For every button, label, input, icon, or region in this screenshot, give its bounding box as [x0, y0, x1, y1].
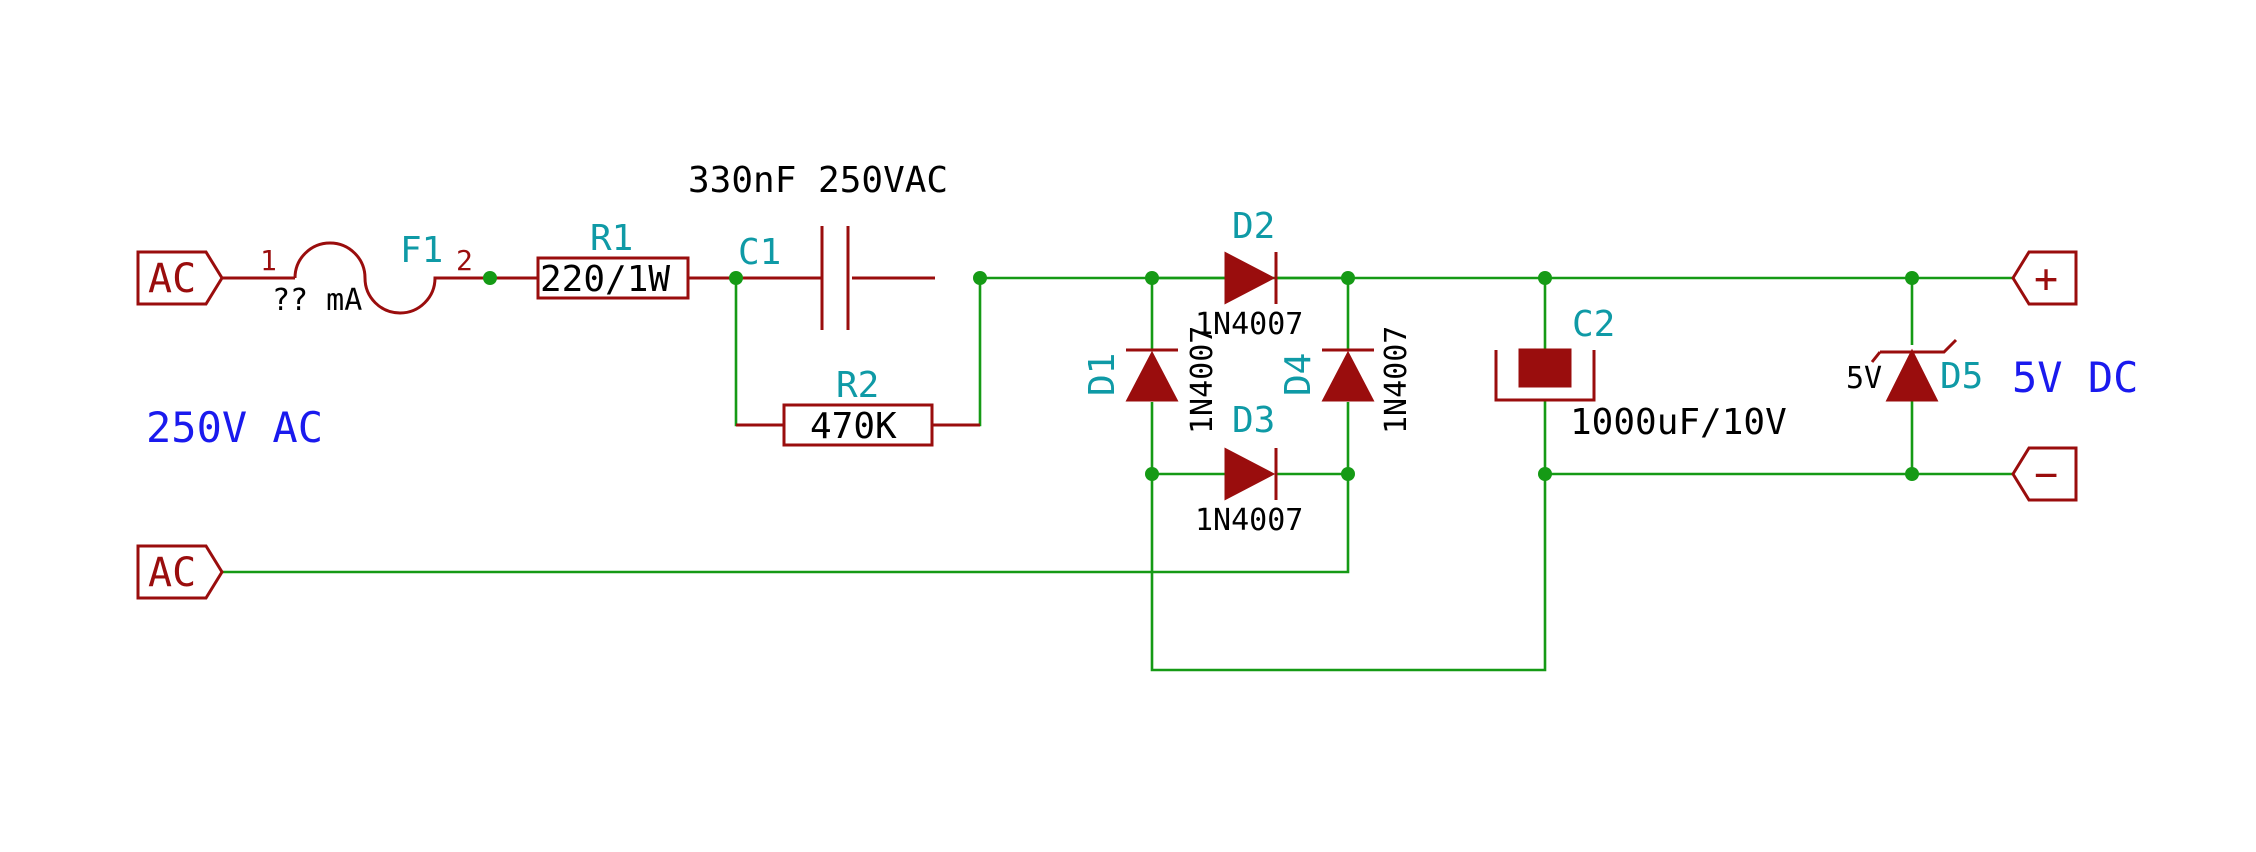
junctions	[483, 271, 1919, 481]
r1-ref: R1	[590, 218, 633, 259]
c2-negative-plate	[1494, 350, 1596, 402]
d1-value: 1N4007	[1185, 326, 1220, 434]
fuse-pin-1: 1	[260, 244, 277, 277]
junction	[1341, 271, 1355, 285]
port-plus[interactable]: +	[2011, 250, 2078, 306]
d4-ref: D4	[1278, 353, 1319, 396]
junction	[1538, 271, 1552, 285]
resistor-r2[interactable]: R2 470K	[782, 365, 934, 447]
junction	[1538, 467, 1552, 481]
c2-positive-plate	[1518, 348, 1572, 388]
junction	[729, 271, 743, 285]
port-ac1-label: AC	[148, 256, 196, 302]
diode-d2[interactable]: D2 1N4007	[1195, 206, 1303, 342]
wire-c1-r2-left	[734, 278, 784, 427]
d3-ref: D3	[1232, 400, 1275, 441]
wire-c1-r2-right	[932, 278, 982, 427]
c1-ref: C1	[738, 232, 781, 273]
d2-ref: D2	[1232, 206, 1275, 247]
junction	[1905, 467, 1919, 481]
diode-d3[interactable]: D3 1N4007	[1195, 400, 1303, 538]
d5-bar	[1880, 338, 1958, 354]
port-minus[interactable]: −	[2011, 446, 2078, 502]
d2-value: 1N4007	[1195, 307, 1303, 342]
diode-d4[interactable]: D4 1N4007	[1278, 326, 1414, 434]
d1-triangle	[1125, 350, 1179, 402]
c2-ref: C2	[1572, 304, 1615, 345]
fuse-pin-2: 2	[456, 244, 473, 277]
fuse-f1[interactable]: F1 ?? mA 1 2	[260, 230, 473, 318]
d4-triangle	[1321, 350, 1375, 402]
junction	[1341, 467, 1355, 481]
d5-value: 5V	[1846, 361, 1882, 396]
d5-bar-tail	[1870, 351, 1882, 363]
capacitor-c1[interactable]: C1 330nF 250VAC	[688, 160, 948, 330]
d4-value: 1N4007	[1379, 326, 1414, 434]
r2-body	[782, 403, 934, 447]
d3-value: 1N4007	[1195, 503, 1303, 538]
d5-triangle	[1885, 348, 1939, 402]
r2-value: 470K	[810, 406, 897, 447]
port-ac2-label: AC	[148, 550, 196, 596]
capacitor-c2[interactable]: C2 1000uF/10V	[1494, 304, 1787, 443]
d2-triangle	[1224, 251, 1276, 305]
r2-ref: R2	[836, 365, 879, 406]
diode-d1[interactable]: D1 1N4007	[1082, 326, 1220, 434]
d1-ref: D1	[1082, 353, 1123, 396]
junction	[1145, 271, 1159, 285]
junction	[1145, 467, 1159, 481]
wire-ac2	[222, 474, 1350, 574]
r1-value: 220/1W	[540, 259, 670, 300]
c1-value: 330nF 250VAC	[688, 160, 948, 201]
d3-triangle	[1224, 447, 1276, 501]
c2-value: 1000uF/10V	[1570, 402, 1787, 443]
junction	[973, 271, 987, 285]
fuse-ref: F1	[400, 230, 443, 271]
junction	[483, 271, 497, 285]
wires	[222, 276, 2013, 672]
fuse-symbol	[293, 241, 442, 315]
port-ac1[interactable]: AC	[136, 250, 224, 306]
r1-body	[536, 256, 690, 300]
note-output-voltage: 5V DC	[2012, 353, 2138, 402]
port-plus-label: +	[2034, 256, 2058, 302]
port-minus-label: −	[2034, 452, 2058, 498]
resistor-r1[interactable]: R1 220/1W	[536, 218, 690, 300]
wire-negative-return	[1150, 474, 1547, 672]
zener-d5[interactable]: D5 5V	[1846, 338, 1983, 402]
note-input-voltage: 250V AC	[146, 403, 323, 452]
d5-ref: D5	[1940, 356, 1983, 397]
junction	[1905, 271, 1919, 285]
fuse-value: ?? mA	[272, 283, 362, 318]
port-ac2[interactable]: AC	[136, 544, 224, 600]
